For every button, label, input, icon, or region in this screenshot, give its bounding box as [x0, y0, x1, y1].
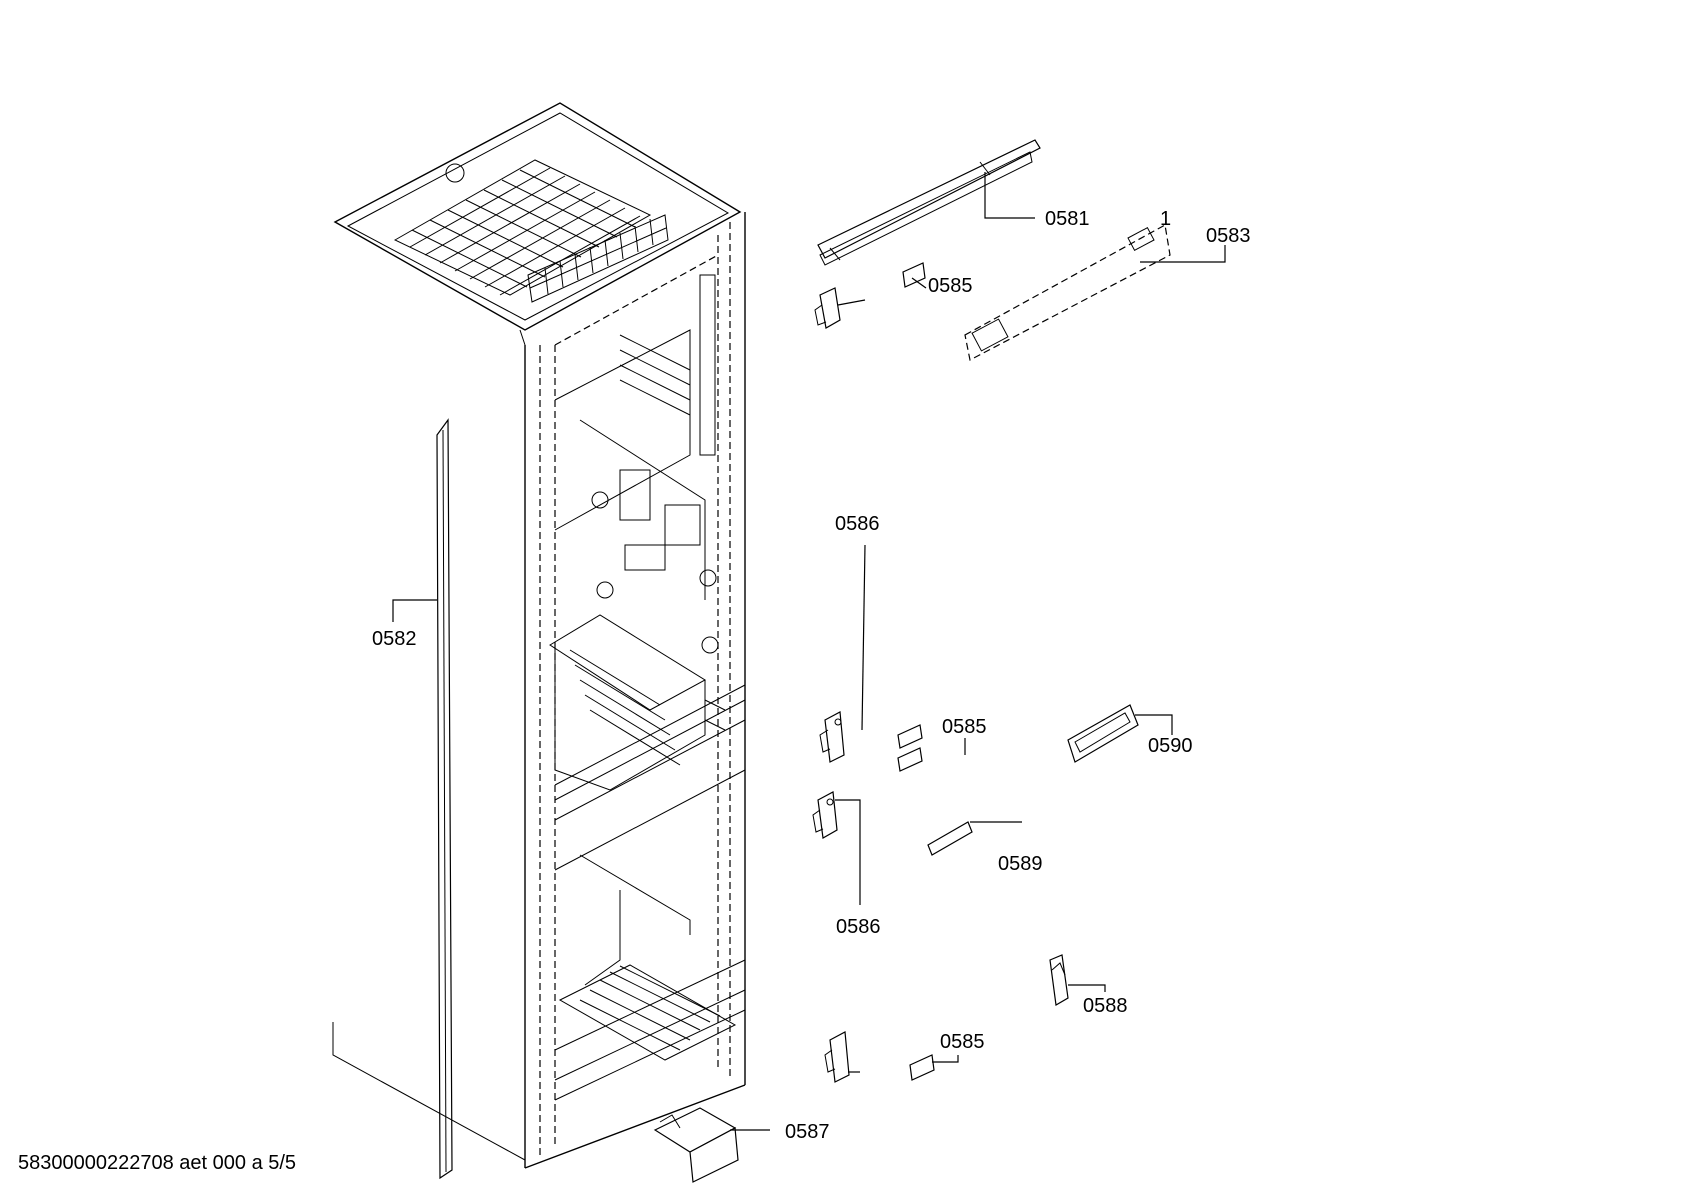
lower-compartment [554, 719, 746, 1101]
label-0585-bottom: 0585 [940, 1031, 985, 1053]
document-id: 58300000222708 aet 000 a 5/5 [18, 1152, 297, 1174]
label-0588: 0588 [1083, 995, 1128, 1017]
label-0586-top: 0586 [835, 513, 880, 535]
label-0583-index: 1 [1160, 208, 1171, 230]
top-fitting-circle [445, 163, 465, 183]
mesh-grille [527, 214, 669, 303]
label-0586-bottom: 0586 [836, 916, 881, 938]
part-0586-top-hinge: 0586 [819, 513, 880, 763]
label-0581: 0581 [1045, 208, 1090, 230]
part-0585-bottom-clip: 0585 [909, 1031, 985, 1081]
part-0590-control-module: 0590 [1067, 704, 1193, 763]
label-0582: 0582 [372, 628, 417, 650]
label-0587: 0587 [785, 1121, 830, 1143]
part-0585-middle-clips: 0585 [897, 716, 987, 772]
top-vent-grid [393, 159, 652, 296]
part-0583-panel: 1 0583 [964, 208, 1251, 361]
bottom-hinge-bracket [824, 1031, 860, 1083]
upper-compartment [554, 274, 719, 654]
part-0582-side-rail: 0582 [332, 418, 526, 1180]
part-0581-top-rail: 0581 [817, 139, 1090, 266]
label-0590: 0590 [1148, 735, 1193, 757]
label-0585-top: 0585 [928, 275, 973, 297]
label-0583: 0583 [1206, 225, 1251, 247]
part-0585-top-clip: 0585 [902, 262, 973, 297]
part-0586-bottom-hinge: 0586 [812, 791, 881, 938]
part-0589-strip: 0589 [927, 821, 1043, 875]
part-0588-latch: 0588 [1049, 954, 1128, 1017]
part-0587-bottom-bracket: 0587 [653, 1107, 830, 1183]
label-0589: 0589 [998, 853, 1043, 875]
top-hinge-bracket [814, 287, 866, 329]
cabinet-body [333, 102, 746, 1169]
middle-compartment [549, 614, 746, 801]
label-0585-mid: 0585 [942, 716, 987, 738]
